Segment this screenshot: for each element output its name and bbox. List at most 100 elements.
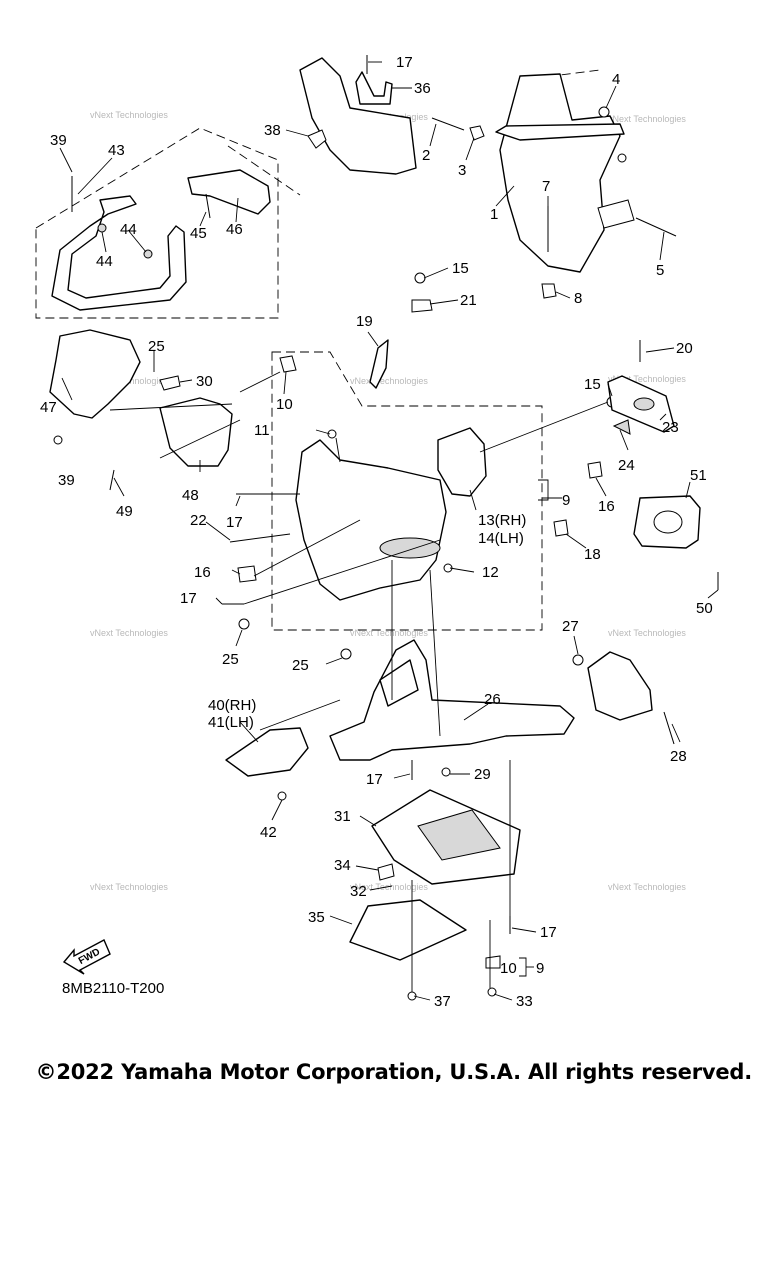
part-19-plate (369, 339, 389, 389)
part-10-clip (279, 355, 297, 373)
callout-42: 42 (260, 824, 277, 841)
callout-16: 16 (598, 498, 615, 515)
callout-38: 38 (264, 122, 281, 139)
watermark: vNext Technologies (350, 882, 428, 892)
part-5-bolt (635, 217, 677, 237)
callout-5: 5 (656, 262, 664, 279)
callout-49: 49 (116, 503, 133, 520)
callout-2: 2 (422, 147, 430, 164)
callout-24: 24 (618, 457, 635, 474)
callout-15: 15 (452, 260, 469, 277)
part-45-bolt (205, 193, 211, 219)
part-43-bumper (51, 195, 187, 311)
part-10-clip-b (485, 955, 501, 969)
callout-18: 18 (584, 546, 601, 563)
watermark: vNext Technologies (90, 882, 168, 892)
part-27-nut (572, 654, 584, 666)
callout-16: 16 (194, 564, 211, 581)
callout-25: 25 (148, 338, 165, 355)
part-1-guard-tab (597, 199, 635, 229)
callout-1: 1 (490, 206, 498, 223)
callout-22: 22 (190, 512, 207, 529)
callout-4: 4 (612, 71, 620, 88)
part-frame-hole (379, 537, 441, 559)
part-15-nut-b (414, 272, 426, 284)
callout-21: 21 (460, 292, 477, 309)
callout-41-lh: 41(LH) (208, 714, 254, 731)
callout-29: 29 (474, 766, 491, 783)
callout-37: 37 (434, 993, 451, 1010)
part-2-bolt (431, 117, 465, 131)
watermark: vNext Technologies (90, 110, 168, 120)
callout-12: 12 (482, 564, 499, 581)
callout-51: 51 (690, 467, 707, 484)
part-48-panel (159, 397, 233, 467)
part-18-clip (553, 519, 569, 537)
callout-23: 23 (662, 419, 679, 436)
part-39-bolt-b (53, 435, 63, 445)
part-1-guard-bar (495, 123, 625, 141)
callout-39: 39 (50, 132, 67, 149)
callout-47: 47 (40, 399, 57, 416)
part-47-48-link (109, 403, 233, 411)
callout-33: 33 (516, 993, 533, 1010)
part-21-bracket (411, 299, 433, 313)
outline-bumper-assembly (35, 127, 279, 319)
part-36-bracket (355, 71, 393, 105)
part-34-clip (377, 863, 395, 881)
part-side-panel (299, 57, 417, 175)
part-4-washer (617, 153, 627, 163)
callout-32: 32 (350, 883, 367, 900)
callout-9: 9 (562, 492, 570, 509)
part-13-14-bracket (437, 427, 487, 497)
callout-8: 8 (574, 290, 582, 307)
callout-25: 25 (222, 651, 239, 668)
part-frame-body (295, 439, 447, 601)
parts (49, 55, 719, 1001)
callout-44: 44 (120, 221, 137, 238)
callout-10: 10 (500, 960, 517, 977)
part-47-panel (49, 329, 141, 419)
part-44-cap-a (97, 223, 107, 233)
part-40-41-bracket (225, 727, 309, 777)
watermark: vNext Technologies (350, 376, 428, 386)
part-22-pin (229, 533, 291, 543)
parts-diagram: vNext Technologies vNext Technologies vN… (35, 54, 719, 1010)
part-23-hole (633, 397, 655, 411)
callout-44: 44 (96, 253, 113, 270)
callout-26: 26 (484, 691, 501, 708)
callout-9: 9 (536, 960, 544, 977)
part-1-guard (499, 73, 621, 273)
leader-lines (59, 61, 719, 1001)
part-25-nut (238, 618, 250, 630)
part-26-gusset (379, 659, 419, 707)
watermark: vNext Technologies (608, 374, 686, 384)
part-31-opening (417, 809, 501, 861)
callout-10: 10 (276, 396, 293, 413)
part-28-bolt (663, 711, 675, 745)
callout-40-rh: 40(RH) (208, 697, 256, 714)
callout-3: 3 (458, 162, 466, 179)
callouts: 17 36 38 2 3 4 1 7 5 8 39 43 44 44 45 46… (40, 54, 713, 1010)
part-30-clip (159, 375, 181, 391)
part-3-clip (469, 125, 485, 141)
callout-39: 39 (58, 472, 75, 489)
callout-46: 46 (226, 221, 243, 238)
part-51-hole (653, 510, 683, 534)
part-16-clip (237, 565, 257, 583)
callout-20: 20 (676, 340, 693, 357)
part-24-pad (612, 419, 631, 435)
watermark: vNext Technologies (90, 628, 168, 638)
part-25-nut-b (340, 648, 352, 660)
callout-28: 28 (670, 748, 687, 765)
callout-27: 27 (562, 618, 579, 635)
callout-7: 7 (542, 178, 550, 195)
assembly-outlines (35, 69, 601, 631)
copyright-notice: ©2022 Yamaha Motor Corporation, U.S.A. A… (35, 1060, 753, 1084)
outline-frame-assembly (271, 351, 543, 631)
part-38-bolt (307, 129, 327, 149)
callout-14-lh: 14(LH) (478, 530, 524, 547)
callout-36: 36 (414, 80, 431, 97)
callout-50: 50 (696, 600, 713, 617)
fwd-arrow-icon: FWD (62, 939, 111, 975)
